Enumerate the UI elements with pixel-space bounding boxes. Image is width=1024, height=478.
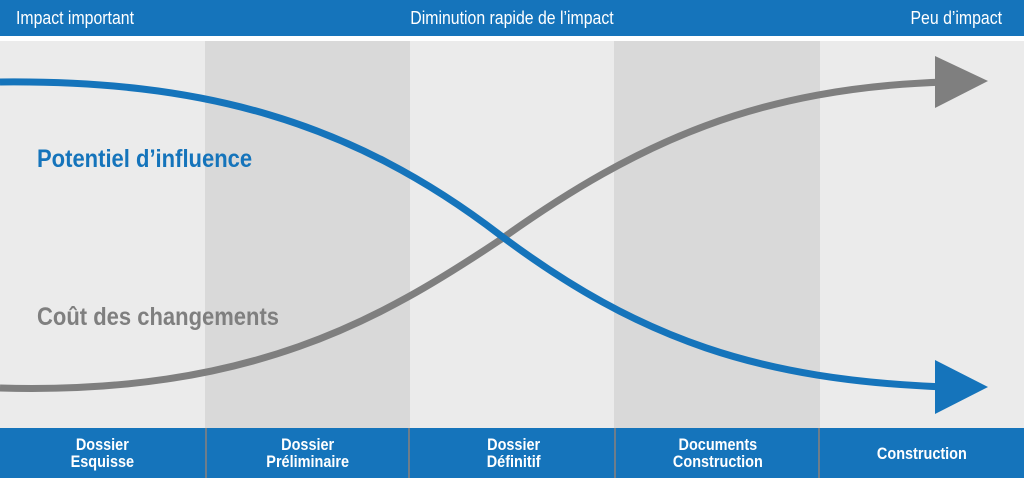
cost-arrowhead [935, 56, 988, 108]
cost-curve [0, 78, 946, 392]
influence-curve [0, 78, 946, 391]
header-left: Impact important [16, 8, 134, 28]
phase-definitif: Dossier Définitif [408, 428, 618, 478]
influence-arrowhead [935, 360, 988, 414]
header-center: Diminution rapide de l’impact [410, 8, 614, 28]
phase-documents-construction: Documents Construction [614, 428, 820, 478]
phase-band-4 [614, 41, 820, 428]
phase-bar: Dossier Esquisse Dossier Préliminaire Do… [0, 428, 1024, 478]
phase-esquisse: Dossier Esquisse [0, 428, 205, 478]
phase-preliminaire: Dossier Préliminaire [205, 428, 409, 478]
phase-label: Documents Construction [673, 435, 763, 471]
phase-label: Construction [877, 443, 967, 463]
cost-label: Coût des changements [37, 303, 280, 331]
phase-label: Dossier Préliminaire [266, 435, 350, 471]
phase-band-1 [0, 41, 205, 428]
header-right: Peu d’impact [910, 8, 1002, 28]
phase-construction: Construction [818, 428, 1024, 478]
header-bar: Impact important Diminution rapide de l’… [0, 0, 1024, 36]
phase-label: Dossier Esquisse [70, 435, 135, 471]
phase-band-5 [820, 41, 1024, 428]
influence-label: Potentiel d’influence [37, 145, 253, 173]
phase-label: Dossier Définitif [487, 435, 541, 471]
